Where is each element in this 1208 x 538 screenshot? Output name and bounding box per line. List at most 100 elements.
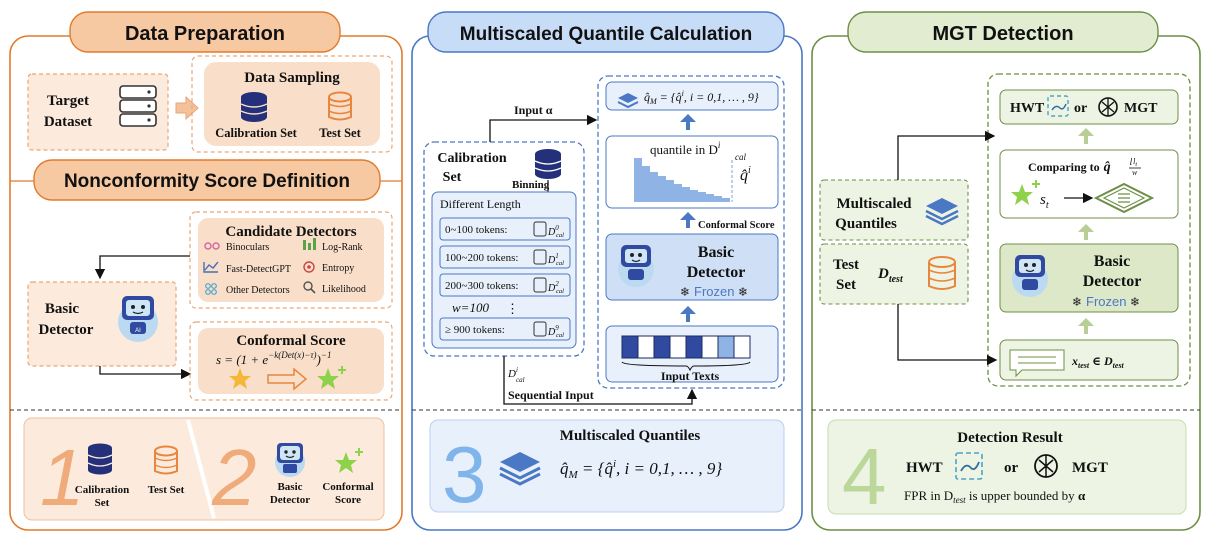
openai-icon-2 bbox=[1034, 454, 1058, 478]
svg-text:0~100 tokens:: 0~100 tokens: bbox=[445, 224, 507, 236]
multiscaled-label-1: Multiscaled bbox=[837, 196, 913, 212]
arrow-up-icon-5 bbox=[1078, 224, 1094, 240]
sequential-input-arrow bbox=[503, 356, 698, 405]
arrow-right-icon-2 bbox=[267, 367, 308, 391]
handwriting-icon-2 bbox=[955, 452, 983, 480]
detector-entropy: Entropy bbox=[322, 263, 354, 274]
calibration-db-icon-3 bbox=[534, 149, 562, 179]
step2-conf-label-2: Score bbox=[335, 494, 361, 506]
arrow-quantiles-to-compare bbox=[897, 130, 996, 180]
input-alpha-label: Input α bbox=[514, 103, 553, 117]
svg-text:100~200 tokens:: 100~200 tokens: bbox=[445, 252, 518, 264]
step2-basic-label-2: Detector bbox=[270, 494, 310, 506]
layers-icon-2 bbox=[499, 452, 541, 486]
detector-binoculars: Binoculars bbox=[226, 242, 269, 253]
different-length-label: Different Length bbox=[440, 197, 521, 211]
svg-text:D1: D1 bbox=[547, 252, 559, 266]
robot-icon-4 bbox=[1012, 255, 1048, 297]
step3-formula: q̂M = {q̂i, i = 0,1, … , 9} bbox=[560, 458, 722, 481]
binning-label: Binning bbox=[512, 179, 550, 191]
test-set-label-1: Test bbox=[833, 257, 859, 273]
detector-other: Other Detectors bbox=[226, 285, 290, 296]
input-texts-label: Input Texts bbox=[661, 369, 720, 383]
basic-label-2: Detector bbox=[687, 264, 746, 281]
detector-log-rank: Log-Rank bbox=[322, 242, 363, 253]
basic-label-1: Basic bbox=[698, 244, 734, 261]
search-icon bbox=[303, 281, 316, 294]
target-dataset-label-2: Dataset bbox=[44, 114, 92, 130]
openai-icon bbox=[1098, 97, 1118, 117]
frozen-label-2: Frozen bbox=[1086, 294, 1126, 309]
log-rank-icon bbox=[303, 238, 316, 250]
nonconformity-title: Nonconformity Score Definition bbox=[64, 171, 350, 192]
nonconformity-title-box bbox=[33, 159, 381, 201]
test-set-label: Test Set bbox=[319, 126, 361, 140]
panel-quantile-calculation: Multiscaled Quantile Calculation Calibra… bbox=[411, 11, 803, 531]
svg-text:AI: AI bbox=[135, 328, 141, 334]
svg-text:cal: cal bbox=[556, 332, 564, 339]
arrow-up-icon-3 bbox=[680, 306, 696, 322]
step4-number: 4 bbox=[842, 432, 887, 521]
star-plus-icon bbox=[317, 368, 339, 389]
conformal-score-label-2: Conformal Score bbox=[698, 220, 775, 231]
d-cal-label: Di bbox=[507, 366, 518, 380]
basic-label-3: Basic bbox=[1094, 253, 1130, 270]
w-label: w=100 bbox=[452, 300, 489, 315]
test-db-icon-2 bbox=[154, 445, 178, 475]
step1-number: 1 bbox=[40, 433, 85, 522]
svg-text:D9: D9 bbox=[547, 324, 559, 338]
panel1-title: Data Preparation bbox=[125, 23, 285, 45]
step4-box bbox=[827, 419, 1187, 515]
bin-row-1: 100~200 tokens: D1 cal bbox=[439, 245, 571, 269]
hwt-label: HWT bbox=[1010, 101, 1045, 116]
snowflake-icon-2: ❄ bbox=[738, 285, 748, 299]
step2-number: 2 bbox=[211, 433, 257, 522]
token-sequence bbox=[621, 335, 751, 372]
star-icon bbox=[229, 368, 251, 389]
star-plus-icon-2 bbox=[335, 452, 357, 473]
panel3-title-box bbox=[847, 11, 1159, 53]
svg-text:cal: cal bbox=[556, 260, 564, 267]
calibration-label-2: Set bbox=[443, 170, 462, 185]
step2-basic-label-1: Basic bbox=[277, 481, 302, 493]
arrow-test-to-xtest bbox=[897, 304, 998, 366]
server-icon bbox=[119, 85, 157, 127]
histogram bbox=[634, 158, 733, 202]
panel2-title: Multiscaled Quantile Calculation bbox=[460, 24, 752, 45]
svg-text:cal: cal bbox=[556, 232, 564, 239]
calibration-label-1: Calibration bbox=[437, 151, 506, 166]
panel2-title-box bbox=[427, 11, 785, 53]
quantile-in-label: quantile in Di bbox=[650, 140, 721, 157]
robot-icon-3 bbox=[618, 245, 654, 287]
target-dataset-label-1: Target bbox=[47, 93, 89, 109]
line-chart-icon bbox=[203, 261, 219, 273]
basic-detector-label-2: Detector bbox=[39, 322, 94, 338]
x-test-label: xtest ∈ Dtest bbox=[1071, 354, 1125, 370]
grid-icon bbox=[205, 283, 217, 295]
binoculars-icon bbox=[204, 242, 220, 250]
arrow-up-icon-6 bbox=[1078, 318, 1094, 334]
frozen-label: Frozen bbox=[694, 284, 734, 299]
star-plus-icon-3 bbox=[1011, 184, 1033, 205]
conformal-score-formula: s = (1 + e−k(Det(x)−τ))−1 bbox=[216, 350, 331, 367]
arrow-basic-to-score bbox=[99, 366, 192, 380]
arrow-up-icon-4 bbox=[1078, 128, 1094, 144]
candidate-detectors-label: Candidate Detectors bbox=[225, 224, 356, 240]
svg-text:cal: cal bbox=[516, 376, 525, 384]
fpr-label: FPR in Dtest is upper bounded by α bbox=[904, 488, 1086, 505]
detector-fast-detectgpt: Fast-DetectGPT bbox=[226, 264, 291, 275]
or-label-2: or bbox=[1004, 460, 1019, 476]
svg-text:⌊lt: ⌊lt bbox=[1130, 157, 1137, 168]
data-sampling-label: Data Sampling bbox=[244, 70, 340, 86]
detection-result-label: Detection Result bbox=[957, 430, 1062, 446]
input-alpha-arrow bbox=[489, 114, 598, 142]
step2-conf-label-1: Conformal bbox=[322, 481, 373, 493]
entropy-icon bbox=[303, 261, 315, 273]
svg-text:cal: cal bbox=[735, 152, 746, 162]
svg-text:cal: cal bbox=[556, 288, 564, 295]
conformal-score-label: Conformal Score bbox=[236, 333, 346, 349]
test-db-icon bbox=[328, 91, 352, 121]
